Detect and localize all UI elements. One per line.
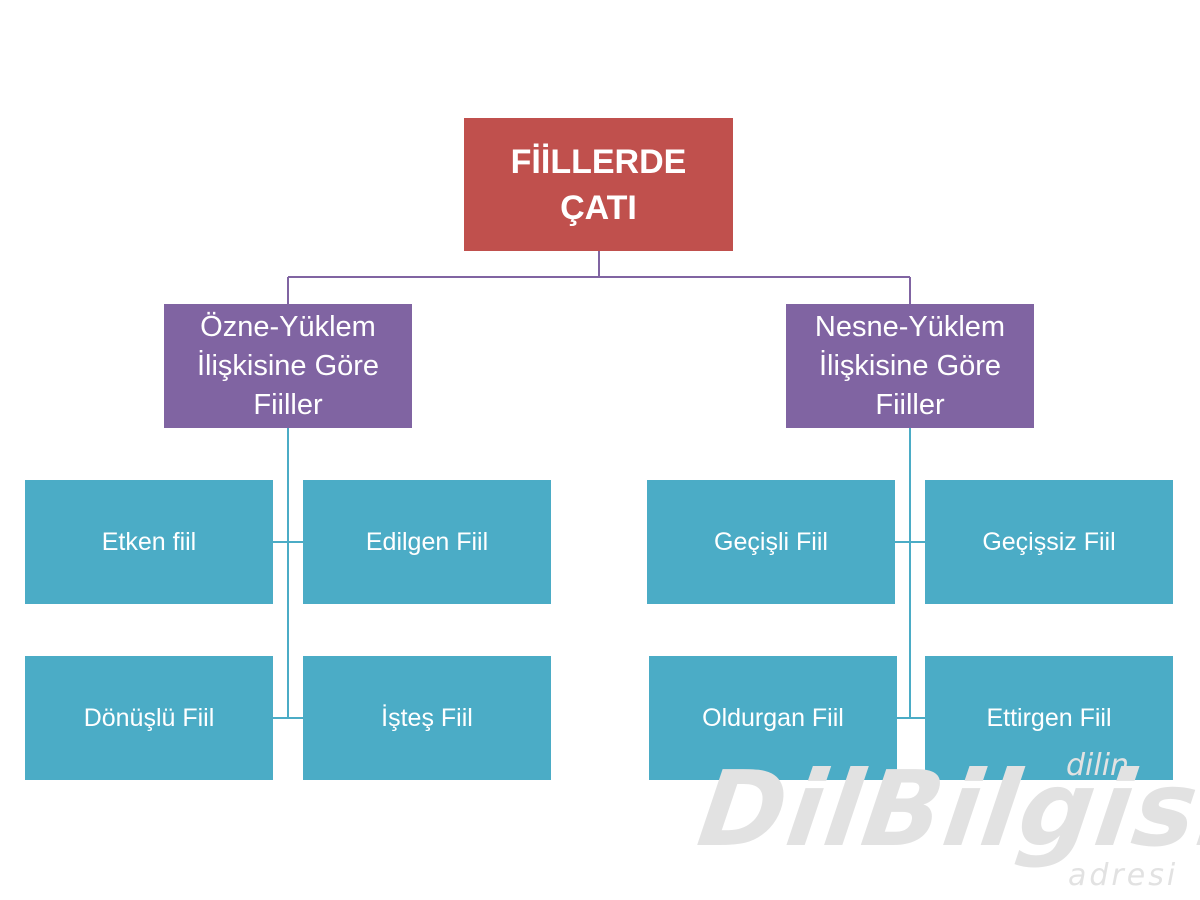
leaf-istes-fiil: İşteş Fiil [303,656,551,780]
root-title-line-1: FİİLLERDE [510,142,687,181]
leaf-oldurgan-fiil: Oldurgan Fiil [649,656,897,780]
leaf-label: Geçişsiz Fiil [982,527,1116,556]
leaf-label: Ettirgen Fiil [986,703,1112,732]
left-category-node: Özne-Yüklem İlişkisine Göre Fiiller [164,304,412,428]
root-node: FİİLLERDE ÇATI [464,118,733,251]
leaf-gecissiz-fiil: Geçişsiz Fiil [925,480,1173,604]
leaf-label: İşteş Fiil [381,703,473,732]
right-category-node: Nesne-Yüklem İlişkisine Göre Fiiller [786,304,1034,428]
leaf-donuslu-fiil: Dönüşlü Fiil [25,656,273,780]
left-category-line-1: Özne-Yüklem [200,310,376,343]
leaf-label: Etken fiil [101,527,197,556]
leaf-label: Edilgen Fiil [365,527,489,556]
leaf-label: Dönüşlü Fiil [83,703,215,732]
leaf-ettirgen-fiil: Ettirgen Fiil [925,656,1173,780]
right-category-line-3: Fiiller [875,388,945,421]
left-category-line-3: Fiiller [253,388,323,421]
root-title-line-2: ÇATI [560,188,637,227]
leaf-gecisli-fiil: Geçişli Fiil [647,480,895,604]
leaf-label: Oldurgan Fiil [702,703,844,732]
leaf-etken-fiil: Etken fiil [25,480,273,604]
right-category-line-1: Nesne-Yüklem [814,310,1006,343]
leaf-label: Geçişli Fiil [714,527,828,556]
right-category-line-2: İlişkisine Göre [818,349,1002,382]
left-category-line-2: İlişkisine Göre [196,349,380,382]
leaf-edilgen-fiil: Edilgen Fiil [303,480,551,604]
